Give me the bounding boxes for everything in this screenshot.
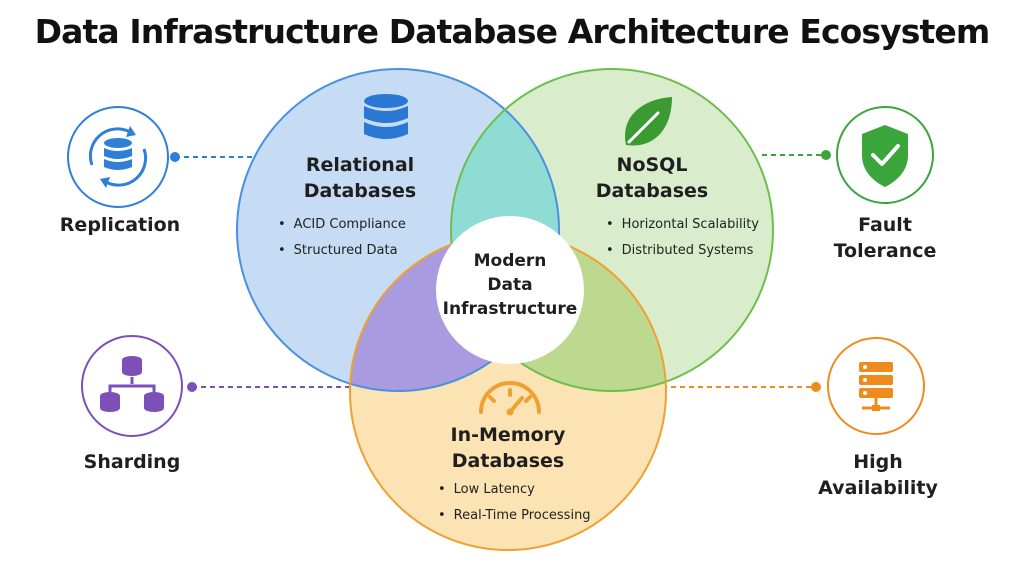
relational-set-outline	[236, 68, 560, 392]
nosql-set-outline	[450, 68, 774, 392]
center-label-line: Modern	[473, 251, 547, 271]
fault-tolerance-connector-dot	[821, 150, 831, 160]
center-label-line: Data	[487, 275, 533, 295]
nosql-title-line: NoSQL	[616, 154, 688, 176]
shield-check-icon	[862, 125, 908, 187]
inmemory-bullets: Low Latency Real-Time Processing	[438, 477, 591, 529]
inmemory-title-line: Databases	[451, 450, 565, 472]
inmemory-title-line: In-Memory	[450, 424, 566, 446]
replication-icon	[88, 126, 148, 188]
sharding-label: Sharding	[62, 449, 202, 475]
list-item: ACID Compliance	[278, 212, 406, 238]
fault-tolerance-label-line: Tolerance	[833, 240, 937, 262]
nosql-title: NoSQL Databases	[582, 152, 722, 204]
fault-tolerance-label-line: Fault	[858, 214, 912, 236]
center-label-line: Infrastructure	[442, 299, 578, 319]
high-availability-badge	[827, 337, 925, 435]
sharding-badge	[81, 335, 183, 437]
high-availability-label-line: Availability	[818, 477, 938, 499]
leaf-icon	[625, 97, 672, 146]
relational-inmemory-overlap	[350, 234, 559, 391]
high-availability-connector-dot	[811, 382, 821, 392]
fault-tolerance-label: Fault Tolerance	[815, 212, 955, 264]
sharding-connector-dot	[187, 382, 197, 392]
replication-connector-dot	[170, 152, 180, 162]
relational-title-line: Databases	[303, 180, 417, 202]
center-label: Modern Data Infrastructure	[440, 249, 580, 321]
nosql-bullets: Horizontal Scalability Distributed Syste…	[606, 212, 759, 264]
relational-title-line: Relational	[305, 154, 415, 176]
high-availability-label: High Availability	[808, 449, 948, 501]
relational-bullets: ACID Compliance Structured Data	[278, 212, 406, 264]
inmemory-title: In-Memory Databases	[428, 422, 588, 474]
server-rack-icon	[859, 362, 893, 411]
list-item: Real-Time Processing	[438, 503, 591, 529]
list-item: Distributed Systems	[606, 238, 759, 264]
center-core	[436, 216, 584, 364]
page-title: Data Infrastructure Database Architectur…	[34, 12, 991, 51]
nosql-inmemory-overlap	[451, 234, 666, 391]
replication-label: Replication	[50, 212, 190, 238]
replication-label-line: Replication	[59, 214, 181, 236]
list-item: Low Latency	[438, 477, 591, 503]
speedometer-icon	[479, 381, 541, 416]
high-availability-label-line: High	[853, 451, 903, 473]
replication-badge	[67, 106, 169, 208]
fault-tolerance-badge	[836, 106, 934, 204]
database-stack-icon	[364, 94, 408, 139]
list-item: Structured Data	[278, 238, 406, 264]
sharding-label-line: Sharding	[83, 451, 181, 473]
nosql-title-line: Databases	[595, 180, 709, 202]
list-item: Horizontal Scalability	[606, 212, 759, 238]
sharding-icon	[100, 356, 164, 412]
relational-title: Relational Databases	[280, 152, 440, 204]
